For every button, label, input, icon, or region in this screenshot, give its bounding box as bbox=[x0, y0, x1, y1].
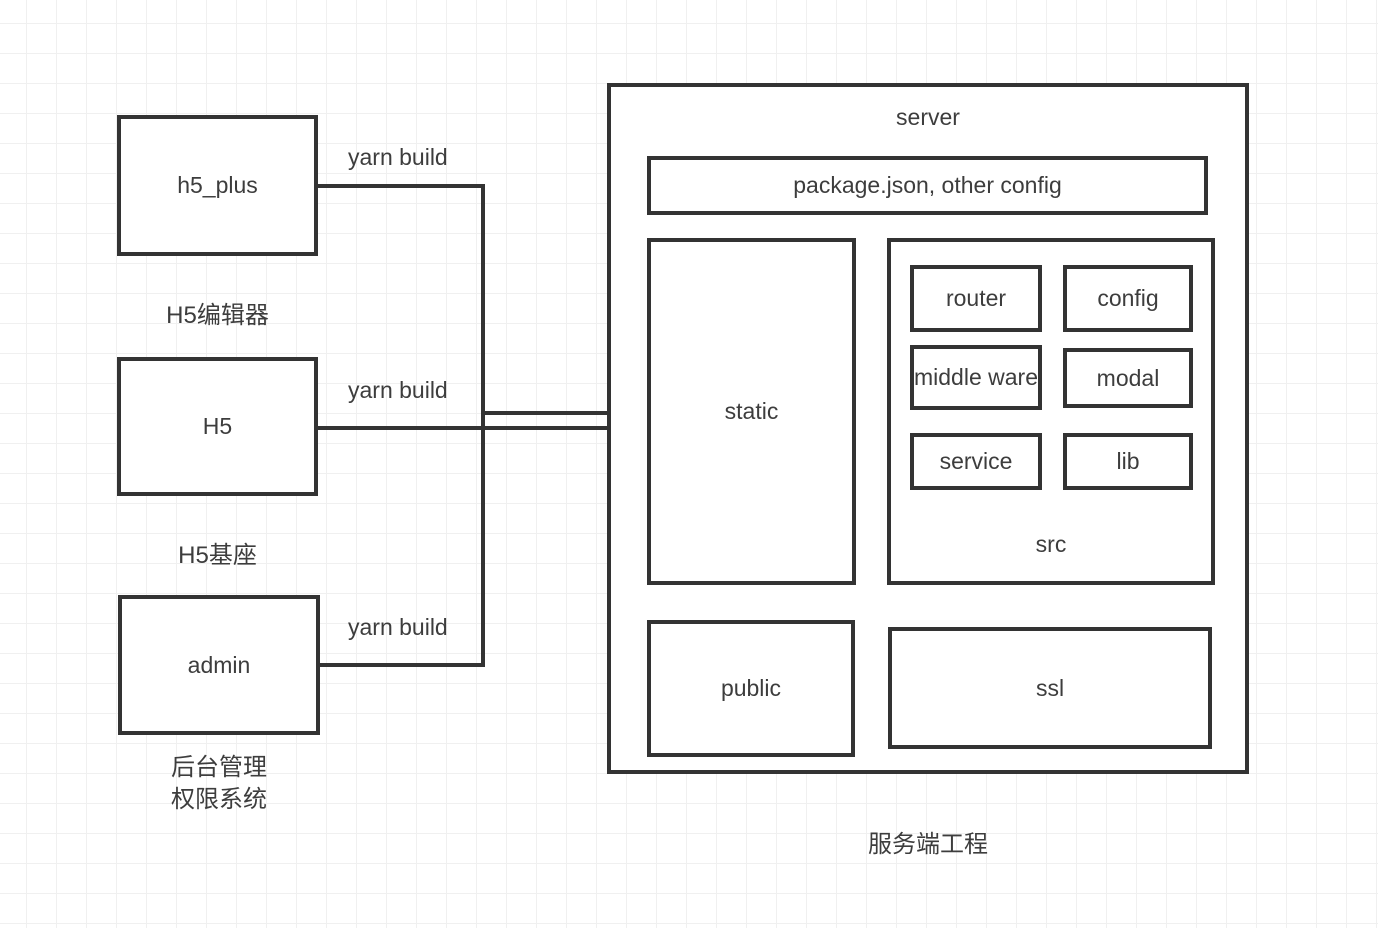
caption-server-project: 服务端工程 bbox=[868, 831, 988, 858]
connector-h5plus-collector-admin bbox=[318, 184, 485, 667]
middleware-label: middle ware bbox=[914, 364, 1038, 391]
lib-box: lib bbox=[1063, 433, 1193, 490]
service-box: service bbox=[910, 433, 1042, 490]
h5-box-label: H5 bbox=[202, 413, 233, 440]
caption-admin-line1: 后台管理 bbox=[171, 754, 267, 781]
static-box: static bbox=[647, 238, 856, 585]
h5plus-box-label: h5_plus bbox=[177, 172, 258, 199]
edge-label-yarn-build-h5: yarn build bbox=[348, 377, 448, 403]
caption-admin-line2: 权限系统 bbox=[171, 786, 267, 813]
caption-h5: H5基座 bbox=[178, 542, 257, 569]
server-title: server bbox=[896, 104, 960, 130]
modal-label: modal bbox=[1096, 364, 1160, 391]
admin-box-label: admin bbox=[187, 651, 251, 678]
caption-admin: 后台管理 权限系统 bbox=[118, 752, 320, 816]
admin-box: admin bbox=[118, 595, 320, 735]
ssl-box: ssl bbox=[888, 627, 1212, 749]
package-config-label: package.json, other config bbox=[793, 172, 1062, 199]
config-box: config bbox=[1063, 265, 1193, 332]
ssl-label: ssl bbox=[1035, 674, 1065, 701]
service-label: service bbox=[939, 448, 1013, 475]
router-label: router bbox=[945, 285, 1007, 312]
router-box: router bbox=[910, 265, 1042, 332]
edge-label-yarn-build-admin: yarn build bbox=[348, 614, 448, 640]
h5-box: H5 bbox=[117, 357, 318, 496]
lib-label: lib bbox=[1116, 448, 1140, 475]
config-label: config bbox=[1097, 285, 1159, 312]
edge-label-yarn-build-h5plus: yarn build bbox=[348, 144, 448, 170]
src-label: src bbox=[1035, 531, 1067, 557]
public-box: public bbox=[647, 620, 855, 757]
static-label: static bbox=[724, 398, 779, 425]
modal-box: modal bbox=[1063, 348, 1193, 408]
caption-h5plus: H5编辑器 bbox=[166, 302, 269, 329]
public-label: public bbox=[720, 675, 782, 702]
h5plus-box: h5_plus bbox=[117, 115, 318, 256]
package-config-box: package.json, other config bbox=[647, 156, 1208, 215]
middleware-box: middle ware bbox=[910, 345, 1042, 410]
